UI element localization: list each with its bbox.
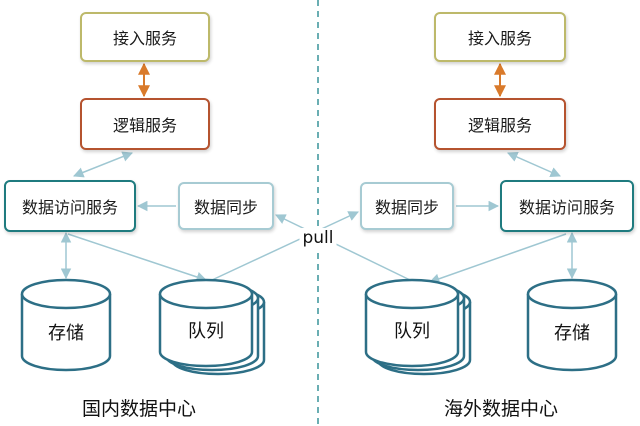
left-queue-label: 队列 — [188, 321, 224, 342]
right-storage-cylinder — [526, 278, 618, 372]
pull-right-queue-to-left-sync-arrow — [275, 214, 411, 281]
left-dataaccess-queue-arrow — [67, 233, 207, 282]
pull-label: pull — [299, 228, 337, 248]
left-access-service-box: 接入服务 — [80, 12, 210, 62]
left-data-access-service-box: 数据访问服务 — [4, 180, 136, 232]
right-data-sync-label: 数据同步 — [374, 198, 439, 217]
left-queue-cylinders — [158, 278, 266, 376]
right-dataaccess-queue-arrow — [429, 233, 567, 284]
right-queue-cylinders — [364, 278, 472, 376]
left-logic-service-box: 逻辑服务 — [80, 98, 210, 150]
right-data-sync-box: 数据同步 — [360, 182, 454, 230]
right-storage-label: 存储 — [554, 323, 590, 344]
right-datacenter-label: 海外数据中心 — [444, 398, 559, 420]
left-logic-service-label: 逻辑服务 — [112, 116, 177, 135]
right-logic-service-box: 逻辑服务 — [434, 98, 566, 150]
left-storage-label: 存储 — [48, 323, 84, 344]
right-data-access-service-box: 数据访问服务 — [500, 180, 634, 232]
left-logic-dataaccess-arrow — [73, 151, 133, 178]
right-logic-dataaccess-arrow — [507, 152, 561, 177]
left-access-service-label: 接入服务 — [112, 29, 177, 48]
left-data-access-service-label: 数据访问服务 — [21, 198, 118, 217]
right-access-service-box: 接入服务 — [434, 12, 566, 62]
right-data-access-service-label: 数据访问服务 — [518, 198, 615, 217]
pull-left-queue-to-right-sync-arrow — [211, 211, 359, 281]
left-storage-cylinder — [20, 278, 112, 372]
left-data-sync-label: 数据同步 — [193, 198, 258, 217]
left-data-sync-box: 数据同步 — [178, 182, 274, 230]
right-access-service-label: 接入服务 — [467, 29, 532, 48]
left-datacenter-label: 国内数据中心 — [82, 398, 197, 420]
right-queue-label: 队列 — [394, 321, 430, 342]
right-logic-service-label: 逻辑服务 — [467, 116, 532, 135]
